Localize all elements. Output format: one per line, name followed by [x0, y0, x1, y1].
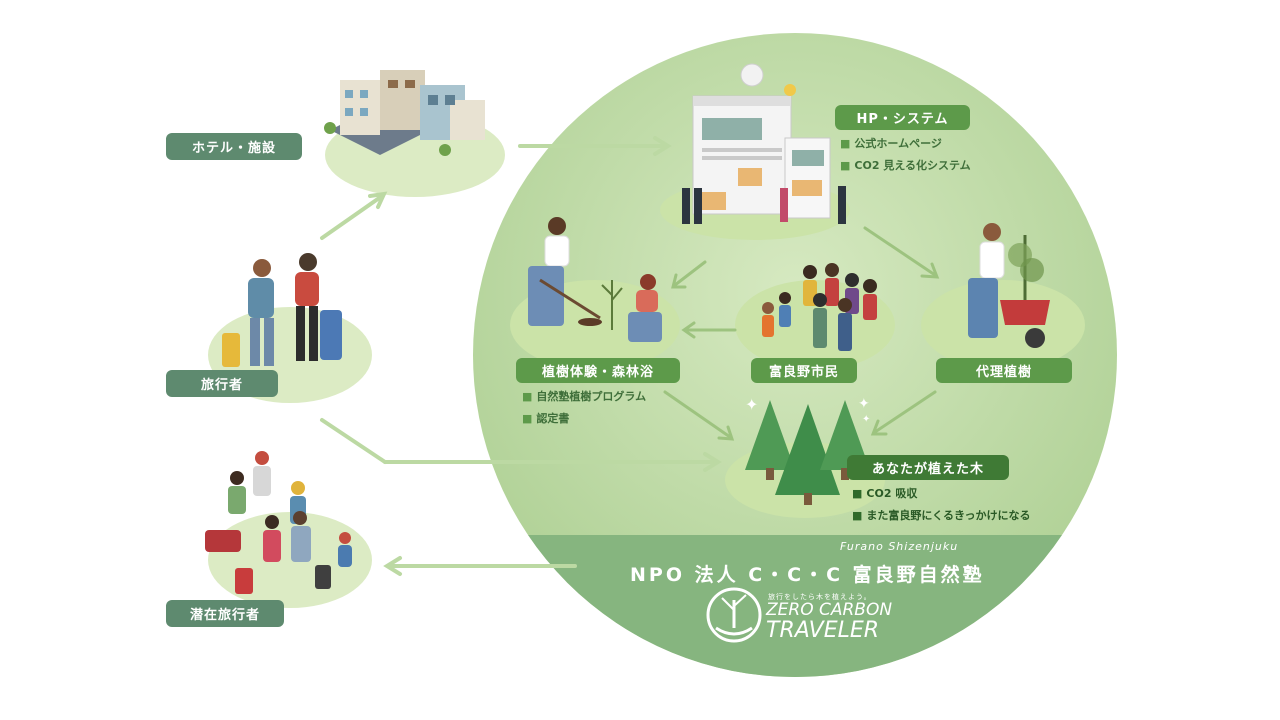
planting-item-program: 自然塾植樹プログラム — [522, 386, 646, 408]
potential-traveler-label: 潜在旅行者 — [166, 600, 284, 627]
org-name: NPO 法人 C・C・C 富良野自然塾 — [630, 560, 985, 587]
svg-text:✦: ✦ — [862, 414, 870, 425]
citizens-label: 富良野市民 — [751, 358, 857, 383]
logo-line-1: ZERO CARBON — [766, 600, 892, 620]
planting-item-certificate: 認定書 — [522, 408, 646, 430]
org-english-name: Furano Shizenjuku — [840, 540, 958, 553]
hp-item-co2-system: CO2 見える化システム — [840, 155, 971, 177]
your-tree-label: あなたが植えた木 — [847, 455, 1009, 480]
planting-items: 自然塾植樹プログラム 認定書 — [522, 386, 646, 430]
hp-system-label: HP・システム — [835, 105, 970, 130]
planting-label: 植樹体験・森林浴 — [516, 358, 680, 383]
tree-item-co2: CO2 吸収 — [852, 483, 1031, 505]
logo-line-2: TRAVELER — [766, 618, 879, 643]
hp-system-items: 公式ホームページ CO2 見える化システム — [840, 133, 971, 177]
svg-text:✦: ✦ — [745, 395, 758, 414]
arrow-traveler-to-hotel — [322, 196, 382, 238]
hp-item-homepage: 公式ホームページ — [840, 133, 971, 155]
arrow-traveler-to-tree — [322, 420, 385, 462]
proxy-platform — [921, 280, 1085, 370]
svg-text:✦: ✦ — [858, 396, 870, 412]
proxy-planting-label: 代理植樹 — [936, 358, 1072, 383]
tree-items: CO2 吸収 また富良野にくるきっかけになる — [852, 483, 1031, 527]
hotel-label: ホテル・施設 — [166, 133, 302, 160]
tree-item-return: また富良野にくるきっかけになる — [852, 505, 1031, 527]
traveler-label: 旅行者 — [166, 370, 278, 397]
